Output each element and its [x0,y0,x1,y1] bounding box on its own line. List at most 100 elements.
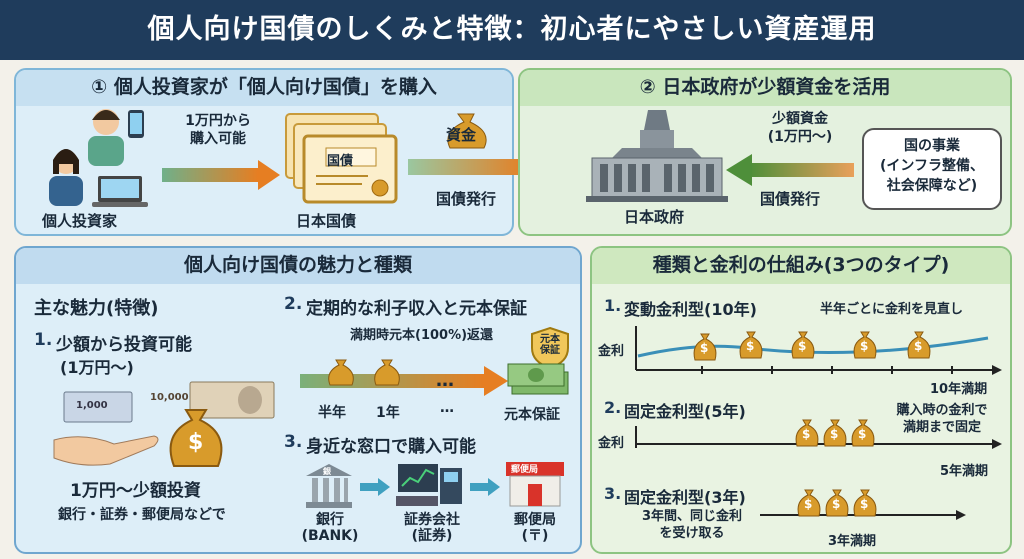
bank-sub: (BANK) [301,528,359,544]
coin-symbol: $ [914,339,923,353]
principal-label: 元本保証 [504,407,560,423]
note-10000: 10,000 [150,392,189,403]
tick-1-year: 1年 [376,405,400,421]
interest-coin-icon [374,359,400,386]
post-sub: (〒) [521,528,549,544]
t1-axis-label: 金利 [598,344,625,359]
coin-symbol: $ [858,427,867,441]
money-bag-icon: $ [796,488,822,518]
item1-sub: (1万円〜) [60,358,134,377]
funding-arrow [726,154,854,186]
bank-icon [306,464,352,508]
issue-label-2: 国債発行 [760,190,821,208]
projects-bubble: 国の事業 (インフラ整備、 社会保障など) [862,128,1002,210]
funds-tag: 資金 [446,126,477,144]
small-funds-line1: 少額資金 [772,111,828,127]
trading-terminal-icon [396,464,462,506]
post-sign: 郵便局 [511,465,539,475]
government-building-icon [586,110,728,202]
item3-num: 3. [284,432,303,452]
item1-caption2: 銀行・証券・郵便局などで [58,507,226,523]
money-bag-icon: $ [852,330,878,360]
projects-line2: (インフラ整備、 [880,158,984,174]
money-bag-icon: $ [822,418,848,448]
step1-title: ① 個人投資家が「個人向け国債」を購入 [16,70,512,106]
investor-label: 個人投資家 [42,212,118,230]
t2-axis-label: 金利 [598,436,625,451]
money-bag-icon: $ [738,330,764,360]
t3-title: 固定金利型(3年) [624,488,746,507]
types-title: 種類と金利の仕組み(3つのタイプ) [592,248,1010,284]
step2-title: ② 日本政府が少額資金を活用 [520,70,1010,106]
t1-note: 半年ごとに金利を見直し [820,302,964,317]
money-bag-icon: $ [824,488,850,518]
arrow-icon [360,478,390,496]
money-bag-icon [447,113,487,149]
purchase-note: 1万円から 購入可能 [168,112,268,148]
t3-end: 3年満期 [828,534,877,549]
t1-title: 変動金利型(10年) [624,300,757,319]
t3-note: 3年間、同じ金利 を受け取る [632,508,752,542]
note-1000: 1,000 [76,400,108,411]
coin-bag-icon [169,409,223,467]
hand-icon [53,435,159,466]
t3-note-line2: を受け取る [659,526,725,541]
purchase-note-line1: 1万円から [185,113,251,129]
bank-label: 銀行 [316,512,344,528]
maturity-note: 満期時元本(100%)返還 [350,328,494,343]
money-bag-icon: $ [794,418,820,448]
item2-title: 定期的な利子収入と元本保証 [306,299,527,319]
t2-note-line1: 購入時の金利で [896,403,988,418]
coin-symbol: $ [860,339,869,353]
coin-symbol: $ [802,427,811,441]
shield-text: 元本 保証 [530,334,570,356]
item1-caption: 1万円〜少額投資 [70,481,201,501]
purchase-arrow [162,160,280,190]
t2-end: 5年満期 [940,464,989,479]
bond-certificate-icon [285,113,398,204]
money-bag-icon: $ [850,418,876,448]
t1-end: 10年満期 [930,382,988,397]
tick-half-year: 半年 [318,405,346,421]
appeal-title: 個人向け国債の魅力と種類 [16,248,580,284]
coin-symbol: $ [860,497,869,511]
t2-note-line2: 満期まで固定 [902,420,981,435]
item1-num: 1. [34,330,53,350]
small-funds-line2: (1万円〜) [767,129,833,145]
bond-stamp: 国債 [327,154,354,169]
projects-line3: 社会保障など) [886,178,978,194]
t3-note-line1: 3年間、同じ金利 [641,509,743,524]
money-bag-icon: $ [790,330,816,360]
item3-title: 身近な窓口で購入可能 [306,437,476,457]
main-appeal-title: 主な魅力(特徴) [34,298,159,319]
coin-symbol: $ [798,339,807,353]
government-label: 日本政府 [624,208,685,226]
investor-icon [49,109,148,207]
cash-stack-icon [507,363,569,395]
coin-symbol: $ [832,497,841,511]
interest-coin-icon [328,359,354,386]
t2-note: 購入時の金利で 満期まで固定 [882,402,1002,436]
sec-label: 証券会社 [404,512,460,528]
coin-symbol: $ [746,339,755,353]
coin-symbol: $ [700,341,709,355]
issue-label: 国債発行 [436,190,497,208]
t2-num: 2. [604,398,622,417]
shield-line1: 元本 [540,334,560,345]
post-label: 郵便局 [514,512,556,528]
sec-sub: (証券) [411,528,453,544]
post-caption: 郵便局 (〒) [500,512,570,544]
shield-line2: 保証 [540,345,560,356]
t2-title: 固定金利型(5年) [624,402,746,421]
coin-symbol: $ [188,430,204,455]
item1-title: 少額から投資可能 [56,335,192,355]
t1-rate-chart [635,326,1002,375]
timeline-dots: … [436,370,454,391]
post-office-icon [506,462,564,507]
item2-num: 2. [284,294,303,314]
bank-caption: 銀行 (BANK) [300,512,360,544]
page-title: 個人向け国債のしくみと特徴：初心者にやさしい資産運用 [0,0,1024,60]
money-bag-icon: $ [692,332,718,362]
sec-caption: 証券会社 (証券) [390,512,474,544]
coin-symbol: $ [804,497,813,511]
